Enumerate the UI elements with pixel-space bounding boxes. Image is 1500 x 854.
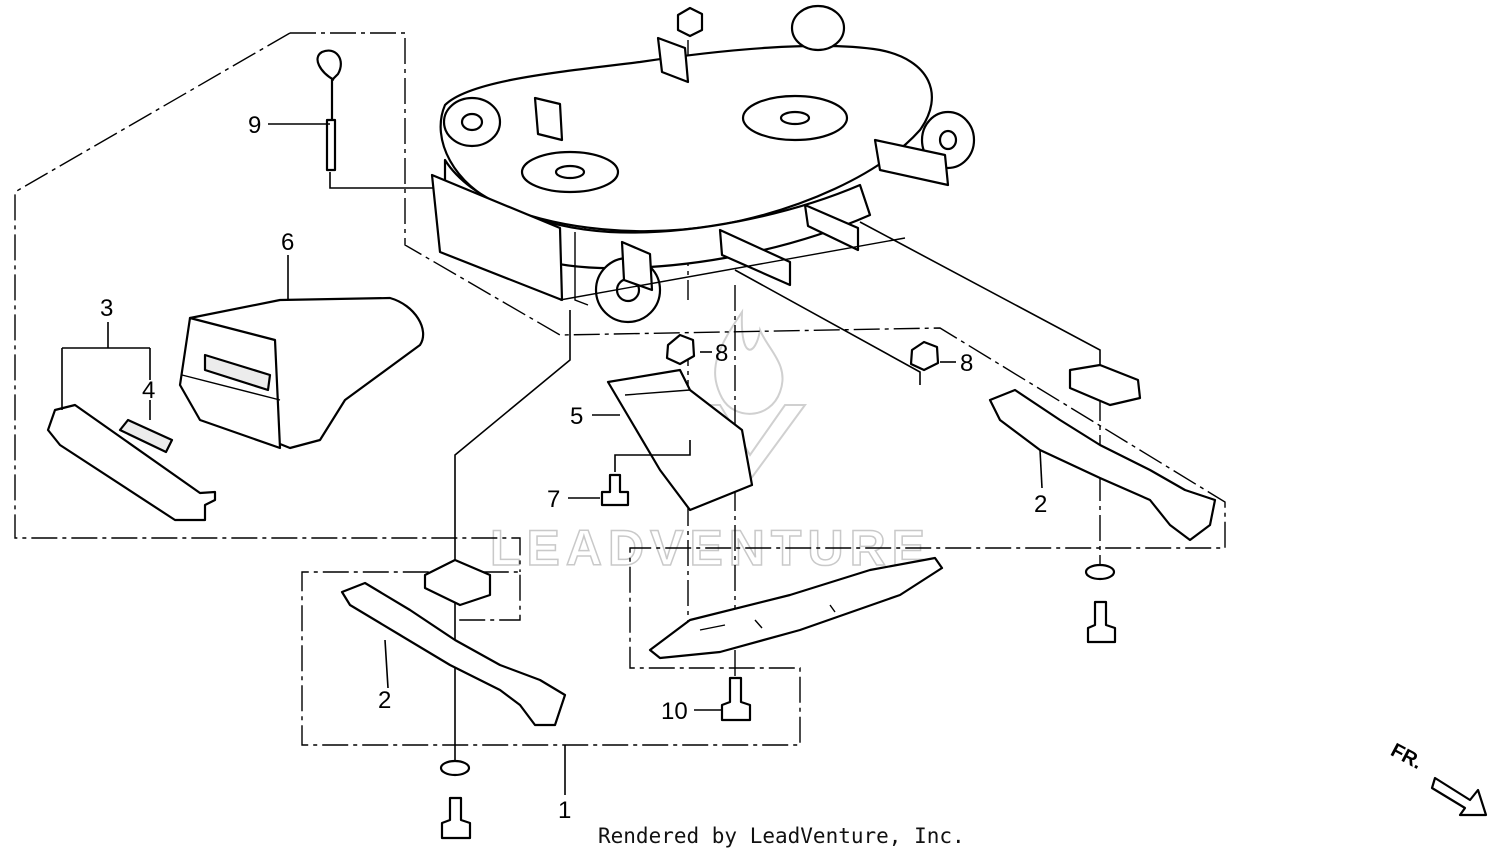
mower-deck-housing [430,4,976,324]
spring-pin [316,49,342,172]
callout-1: 1 [558,797,571,824]
callout-leaders [149,123,1043,795]
callout-9: 9 [248,112,261,139]
bolt-10 [720,676,752,722]
blade-left [340,581,567,727]
washer-right [1084,563,1116,581]
callout-2-right: 2 [1034,491,1047,518]
blade-right [988,388,1217,542]
bracket-3-leader [61,322,151,410]
washer-left [439,759,471,777]
assembly-outline-left [14,32,521,572]
baffle-plate [606,368,754,512]
callout-4: 4 [142,377,155,404]
callout-2-left: 2 [378,687,391,714]
callout-8-center: 8 [715,340,728,367]
callout-10: 10 [661,698,688,725]
callout-8-right: 8 [960,350,973,377]
front-direction-arrow: FR. [1387,739,1488,817]
blade-leader-left [454,310,571,760]
callout-7: 7 [547,486,560,513]
callout-3: 3 [100,295,113,322]
top-nut [676,6,704,38]
blade-adapter-left [423,558,492,607]
bolt-7 [600,473,630,507]
flange-nut-8-right [909,340,940,372]
deck-leader-center [734,269,921,385]
mulch-plug [178,296,425,450]
flange-nut-8-center [665,333,696,366]
callout-6: 6 [281,229,294,256]
bolt-7-leader [614,440,691,472]
baffle-skirt [648,556,944,660]
callout-labels: 1 2 2 3 4 5 6 7 8 8 9 10 [100,112,1047,824]
assembly-outline [290,32,1226,746]
blade-adapter-right [1068,363,1142,407]
bolt-right [1086,600,1117,644]
callout-5: 5 [570,403,583,430]
watermark-flame-logo [714,308,784,415]
bolt-left [440,796,472,840]
footer-credit: Rendered by LeadVenture, Inc. [598,824,965,848]
pad-4 [118,418,174,454]
direction-label: FR. [1387,739,1426,774]
bracket-3 [46,403,217,522]
